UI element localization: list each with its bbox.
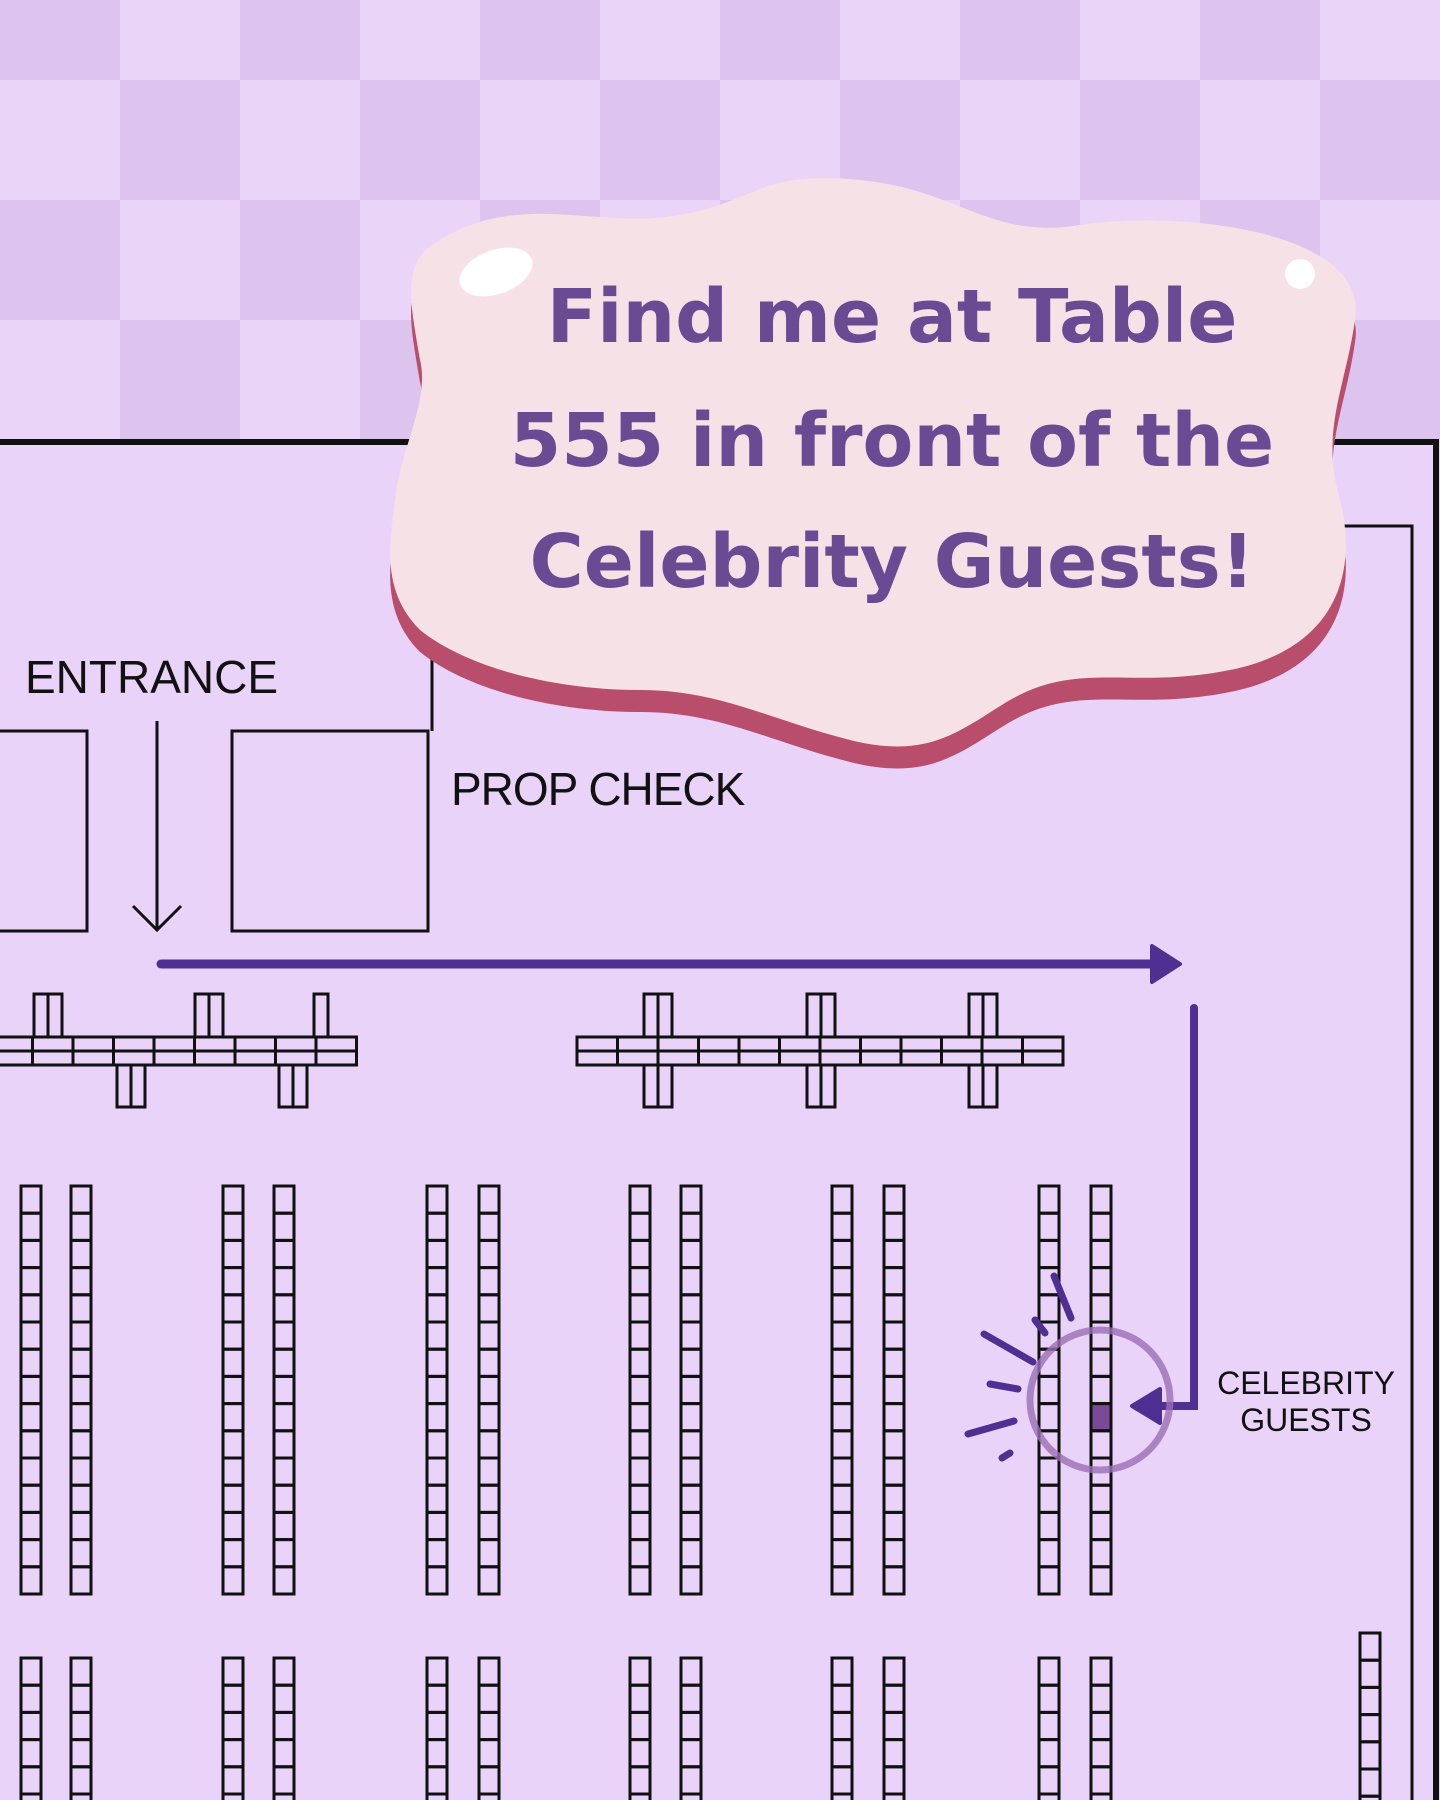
table-seat [1021,1049,1065,1067]
route-arrowhead-left-icon [1130,1387,1162,1425]
table-seat [830,1565,854,1596]
callout-cloud: Find me at Table 555 in front of the Cel… [390,178,1356,769]
checker-square [120,80,240,200]
celebrity-label-line2: GUESTS [1240,1402,1372,1438]
checker-square [1320,80,1440,200]
cloud-shine-icon [459,247,533,297]
table-post [819,1063,837,1109]
checker-square [960,0,1080,80]
checker-square [0,0,120,80]
checker-square [600,80,720,200]
table-seat [314,1049,358,1067]
highlight-circle [1026,1326,1174,1474]
checker-square [720,0,840,80]
table-seat [69,1565,93,1596]
table-seat [628,1792,652,1800]
callout-line-2: 555 in front of the [510,398,1274,484]
left-booth [0,729,89,933]
checker-square [480,0,600,80]
checker-square [1200,80,1320,200]
checker-square [960,80,1080,200]
table-seat [679,1792,703,1800]
table-seat [882,1792,906,1800]
table-seat [221,1792,245,1800]
table-post [291,1063,309,1109]
route-arrowhead-icon [1150,944,1182,984]
sparkle-lines-icon [964,1272,1075,1462]
checker-square [1320,0,1440,80]
checker-square [0,80,120,200]
checker-square [1080,0,1200,80]
prop-check-label: PROP CHECK [451,763,746,815]
table-seat [272,1565,296,1596]
table-seat [425,1565,449,1596]
table-seat [882,1565,906,1596]
checker-square [240,0,360,80]
checker-square [120,320,240,440]
table-seat [19,1565,43,1596]
checker-square [120,0,240,80]
table-post [207,992,225,1039]
table-seat [1089,1565,1113,1596]
prop-check-booth [230,729,430,933]
entrance-arrow-icon [131,721,183,933]
entrance-label: ENTRANCE [25,651,278,703]
table-seat [272,1792,296,1800]
table-post [129,1063,147,1109]
table-seat [679,1565,703,1596]
cloud-body [390,178,1356,747]
table-seat [477,1792,501,1800]
checker-square [600,0,720,80]
table-seat [1037,1565,1061,1596]
checker-square [360,0,480,80]
table-post [46,992,64,1039]
table-post [312,992,330,1039]
checker-square [480,80,600,200]
checker-square [240,320,360,440]
checker-square [0,320,120,440]
checker-square [1080,80,1200,200]
table-seat [477,1565,501,1596]
checker-square [240,80,360,200]
checker-square [360,80,480,200]
inner-wall [1330,524,1414,1800]
table-seat [1037,1792,1061,1800]
checker-square [840,0,960,80]
table-post [656,1063,674,1109]
table-post [819,992,837,1039]
table-post [981,992,999,1039]
table-seat [425,1792,449,1800]
table-seat [1358,1794,1382,1800]
table-post [656,992,674,1039]
table-seat [221,1565,245,1596]
callout-line-3: Celebrity Guests! [529,519,1254,605]
cloud-shine-dot-icon [1285,259,1315,289]
table-seat [628,1565,652,1596]
checker-square [120,200,240,320]
table-seat [69,1792,93,1800]
callout-line-1: Find me at Table [547,274,1238,360]
table-seat [1089,1792,1113,1800]
checker-square [1200,0,1320,80]
table-555-highlighted [1089,1402,1113,1433]
table-seat [19,1792,43,1800]
table-seat [830,1792,854,1800]
checker-square [240,200,360,320]
checker-square [0,200,120,320]
tables [0,992,1382,1800]
table-post [981,1063,999,1109]
celebrity-label-line1: CELEBRITY [1217,1365,1395,1401]
